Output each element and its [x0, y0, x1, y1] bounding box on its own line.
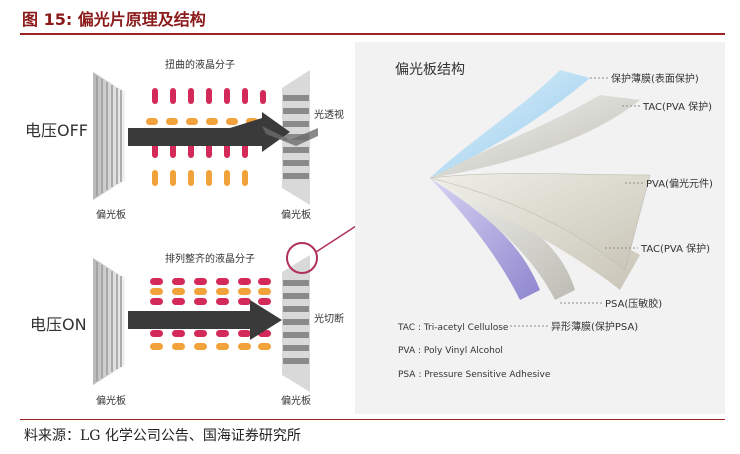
- left-polarizer-label-off: 偏光板: [96, 208, 126, 221]
- legend-psa: PSA : Pressure Sensitive Adhesive: [398, 370, 551, 380]
- polarizer-layer-stack: [429, 70, 651, 300]
- left-polarizer-off: [93, 72, 125, 200]
- state-label-off: 电压OFF: [25, 121, 88, 140]
- layer-tac-bottom: [430, 178, 640, 290]
- right-polarizer-label-off: 偏光板: [281, 208, 311, 221]
- left-polarizer-label-on: 偏光板: [96, 394, 126, 407]
- figure-source: 料来源：LG 化学公司公告、国海证券研究所: [24, 428, 301, 444]
- layer-tac-top: [430, 95, 640, 178]
- source-divider: [20, 419, 725, 420]
- light-block-label: 光切断: [314, 312, 344, 325]
- layer-psa: [430, 178, 575, 300]
- callout-circle: [286, 242, 318, 274]
- left-polarizer-on: [93, 258, 125, 385]
- aligned-molecules-orange: [150, 288, 271, 350]
- light-block-arrow: [128, 300, 282, 340]
- structure-title: 偏光板结构: [395, 62, 465, 78]
- light-pass-label: 光透视: [314, 108, 344, 121]
- layer-label-tac-bottom: TAC(PVA 保护): [640, 242, 710, 255]
- layer-pva: [429, 173, 651, 271]
- layer-label-tac-top: TAC(PVA 保护): [642, 100, 712, 113]
- twisted-molecules-orange: [146, 118, 258, 186]
- layer-label-pva: PVA(偏光元件): [646, 177, 713, 190]
- right-polarizer-on: [282, 255, 310, 392]
- light-pass-arrow: [128, 112, 318, 152]
- state-label-on: 电压ON: [30, 315, 87, 334]
- legend-tac: TAC : Tri-acetyl Cellulose: [397, 323, 509, 333]
- layer-protective-film: [430, 70, 590, 178]
- layer-label-psa: PSA(压敏胶): [605, 297, 662, 310]
- legend-pva: PVA : Poly Vinyl Alcohol: [398, 346, 503, 356]
- layer-label-protective-film: 保护薄膜(表面保护): [611, 72, 699, 85]
- layer-label-release-film: 异形薄膜(保护PSA): [551, 320, 638, 333]
- molecule-label-off: 扭曲的液晶分子: [165, 58, 235, 71]
- figure-title: 图 15: 偏光片原理及结构: [22, 10, 206, 29]
- right-polarizer-label-on: 偏光板: [281, 394, 311, 407]
- aligned-molecules-red: [150, 278, 271, 337]
- layer-release-film: [430, 178, 540, 300]
- layer-leaders: [510, 77, 643, 327]
- molecule-label-on: 排列整齐的液晶分子: [165, 252, 255, 265]
- title-divider: [20, 33, 725, 35]
